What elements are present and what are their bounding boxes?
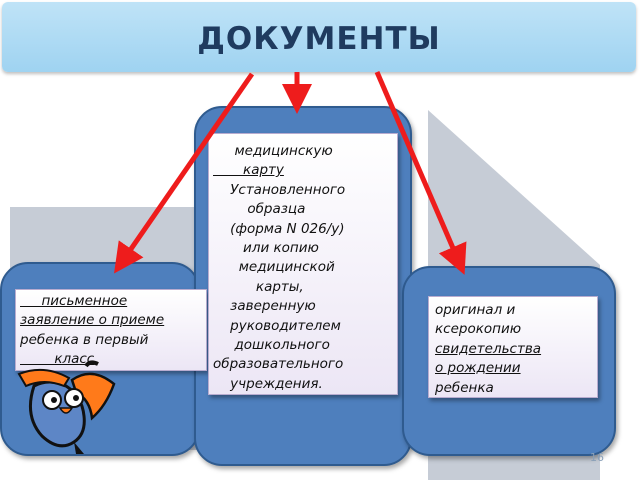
application-card: письменное заявление о приеме ребенка в … (15, 289, 207, 371)
card-line: заявление о приеме (20, 311, 206, 330)
owl-mascot-icon (17, 360, 116, 454)
medical-card: медицинскую карту Установленного образца… (208, 133, 398, 395)
card-line: свидетельства (435, 340, 542, 357)
card-line: медицинской (213, 259, 335, 276)
title-banner: ДОКУМЕНТЫ (2, 2, 636, 72)
card-line: (форма N 026/у) (213, 220, 345, 237)
card-line: учреждения. (213, 375, 323, 392)
page-number: 16 (590, 451, 604, 464)
card-line: класс (20, 351, 95, 368)
card-line: письменное (20, 293, 128, 309)
card-line: или копию (213, 240, 319, 257)
card-line: образца (213, 201, 306, 218)
card-line: дошкольного (213, 337, 330, 354)
card-line: медицинскую (213, 143, 333, 159)
card-line: карты, (213, 278, 304, 295)
page-title: ДОКУМЕНТЫ (197, 21, 441, 57)
card-line: руководителем (213, 317, 341, 334)
card-line: о рождении (435, 360, 521, 377)
card-line: заверенную (213, 298, 316, 315)
card-line: Установленного (213, 181, 346, 198)
arrow-left (114, 72, 255, 274)
card-line: образовательного (213, 356, 344, 373)
card-line: ребенка в первый (20, 331, 149, 348)
card-line: оригинал и (435, 302, 516, 318)
card-line: ксерокопию (435, 321, 522, 338)
arrow-right (374, 71, 467, 275)
birth-certificate-card: оригинал и ксерокопию свидетельства о ро… (428, 296, 598, 398)
card-line: карту (213, 162, 284, 179)
card-line-text: заявление о приеме (20, 312, 165, 329)
card-line: ребенка (435, 379, 494, 396)
